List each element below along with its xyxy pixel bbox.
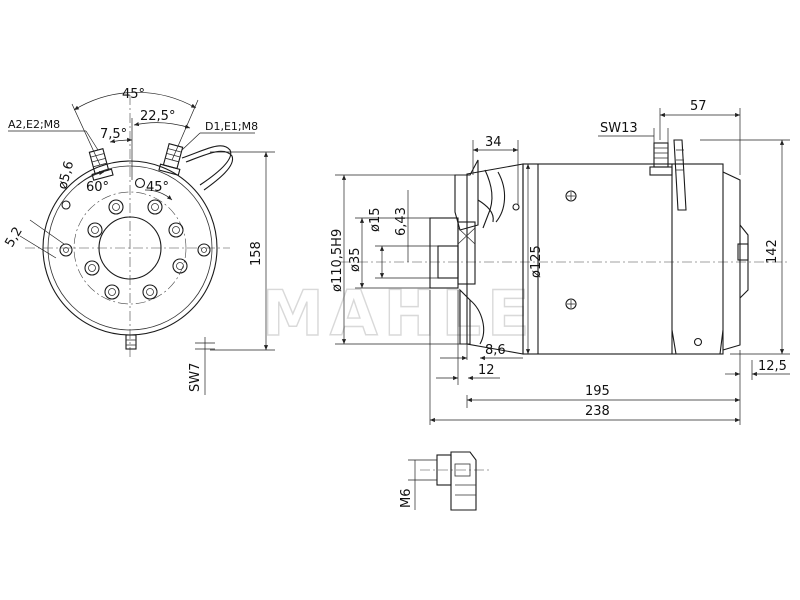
terminal-side xyxy=(649,139,687,211)
end-cap-boss xyxy=(739,224,749,299)
label-60: 60° xyxy=(86,180,109,195)
label-8-6: 8,6 xyxy=(485,343,506,358)
label-158: 158 xyxy=(249,241,264,266)
flange-top xyxy=(454,159,479,231)
label-5-2: 5,2 xyxy=(2,225,25,250)
label-dia-110-5: ø110,5H9 xyxy=(330,229,345,292)
arc-7-5 xyxy=(109,137,133,144)
label-6-43: 6,43 xyxy=(394,207,409,236)
motor-body xyxy=(522,163,724,355)
small-hole-side xyxy=(512,203,520,211)
arc-60 xyxy=(77,171,105,186)
label-22-5: 22,5° xyxy=(140,109,175,124)
bottom-screw xyxy=(125,334,137,350)
label-142: 142 xyxy=(765,239,780,264)
label-7-5: 7,5° xyxy=(100,127,127,142)
label-45-inner: 45° xyxy=(146,180,169,195)
terminal-right-stud xyxy=(158,143,184,176)
label-sw13: SW13 xyxy=(600,121,638,136)
screw-bottom xyxy=(565,298,577,310)
label-12: 12 xyxy=(478,363,495,378)
label-dia-15: ø15 xyxy=(368,208,383,233)
label-terminal-right: D1,E1;M8 xyxy=(205,120,258,133)
label-57: 57 xyxy=(690,99,707,114)
shaft-detail: M6 xyxy=(399,451,490,511)
label-dia-5-6: ø5,6 xyxy=(55,159,77,191)
shaft xyxy=(437,245,459,279)
cable xyxy=(181,145,232,186)
label-dia-35: ø35 xyxy=(348,248,363,273)
label-195: 195 xyxy=(585,384,610,399)
mount-hole-left xyxy=(59,243,73,257)
arc-45-top xyxy=(73,91,197,111)
label-45-top: 45° xyxy=(122,87,145,102)
flange-curve-1 xyxy=(482,169,493,229)
label-238: 238 xyxy=(585,404,610,419)
left-small-hole xyxy=(61,200,71,210)
flange-housing xyxy=(466,163,524,355)
bolt-circle xyxy=(73,191,187,305)
arc-22-5 xyxy=(133,121,191,129)
end-cap xyxy=(722,171,741,351)
label-m6: M6 xyxy=(399,489,414,509)
label-34: 34 xyxy=(485,135,502,150)
side-view: 34 57 SW13 ø110,5H9 ø35 ø15 6,43 ø125 14 xyxy=(330,99,790,425)
label-sw7: SW7 xyxy=(188,363,203,392)
arc-45-inner xyxy=(144,189,173,201)
housing-inner-circle xyxy=(47,165,213,331)
top-small-hole xyxy=(134,177,146,189)
detail-hub xyxy=(450,451,477,511)
front-view: 45° 22,5° 7,5° A2,E2;M8 D1,E1;M8 ø5,6 60… xyxy=(2,87,275,395)
label-dia-125: ø125 xyxy=(529,245,544,278)
bottom-bracket xyxy=(671,329,724,355)
screw-top xyxy=(565,190,577,202)
bolt-holes xyxy=(84,199,188,300)
flange-lower xyxy=(459,288,471,345)
flange-curve-2 xyxy=(495,171,506,223)
central-bore xyxy=(98,216,162,280)
mount-hole-right xyxy=(197,243,211,257)
label-terminal-left: A2,E2;M8 xyxy=(8,118,60,131)
label-12-5: 12,5 xyxy=(758,359,787,374)
mahle-watermark: MAHLE xyxy=(262,277,535,350)
